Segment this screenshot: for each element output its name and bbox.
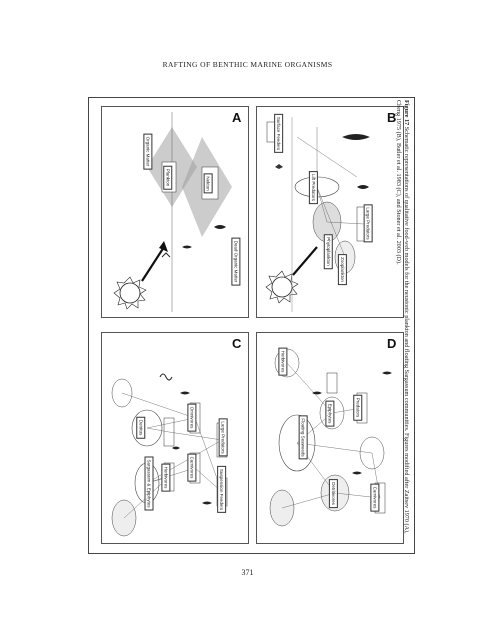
label-zooplankton: Zooplankton [337, 254, 347, 285]
label-predators-d: Predators [353, 394, 363, 421]
panel-a-letter: A [232, 110, 242, 125]
label-nekton: Nekton [203, 173, 213, 194]
label-carnivores-d: Carnivores [370, 483, 380, 512]
label-surface-feeders: Surface Feeders [274, 113, 284, 154]
label-herbivores: Herbivores [161, 463, 171, 492]
label-detritus: Detritus [136, 416, 146, 439]
label-sargassum-epiphytes: Sargassum & Epiphytes [144, 456, 154, 511]
label-plankton: Plankton [163, 165, 173, 190]
label-detritivores: Detritivores [328, 479, 338, 508]
panel-c-letter: C [232, 336, 242, 351]
caption-label: Figure 17 [403, 100, 410, 126]
label-epiphytes: Epiphytes [325, 400, 335, 427]
panel-a: A Organic Matter Plankton Nekton Dead Or… [101, 106, 249, 318]
label-floating-seaweeds: Floating Seaweeds [298, 415, 308, 460]
label-lift-predators: Lift Predators [308, 171, 318, 204]
panel-c: C Sargassum & Epiphytes Herbivores Detri… [101, 332, 249, 544]
label-large-predators: Large Predators [363, 204, 373, 243]
caption-text: Schematic representations of qualitative… [395, 100, 410, 534]
panel-d: D Floating Seaweeds Epiphytes Herbivores… [256, 332, 404, 544]
page-number: 371 [241, 568, 254, 577]
panel-b-letter: B [387, 110, 397, 125]
label-omnivores: Omnivores [187, 403, 197, 432]
label-suspension-feeders: Suspension Feeders [217, 465, 227, 514]
label-herbivores-d: Herbivores [278, 347, 288, 376]
panel-b: B Lift Predators Large Predators Phytopl… [256, 106, 404, 318]
figure-caption: Figure 17 Schematic representations of q… [394, 100, 410, 550]
panel-d-letter: D [387, 336, 397, 351]
label-large-predators-c: Large Predators [218, 418, 228, 457]
running-head: RAFTING OF BENTHIC MARINE ORGANISMS [162, 60, 333, 69]
figure-17: A Organic Matter Plankton Nekton Dead Or… [88, 97, 415, 554]
panel-a-diagram [113, 112, 232, 312]
label-phytoplankton: Phytoplankton [323, 234, 333, 269]
label-organic-matter: Organic Matter [143, 133, 153, 170]
label-carnivores: Carnivores [187, 453, 197, 482]
label-dead-organic-matter: Dead Organic Matter [231, 237, 241, 286]
